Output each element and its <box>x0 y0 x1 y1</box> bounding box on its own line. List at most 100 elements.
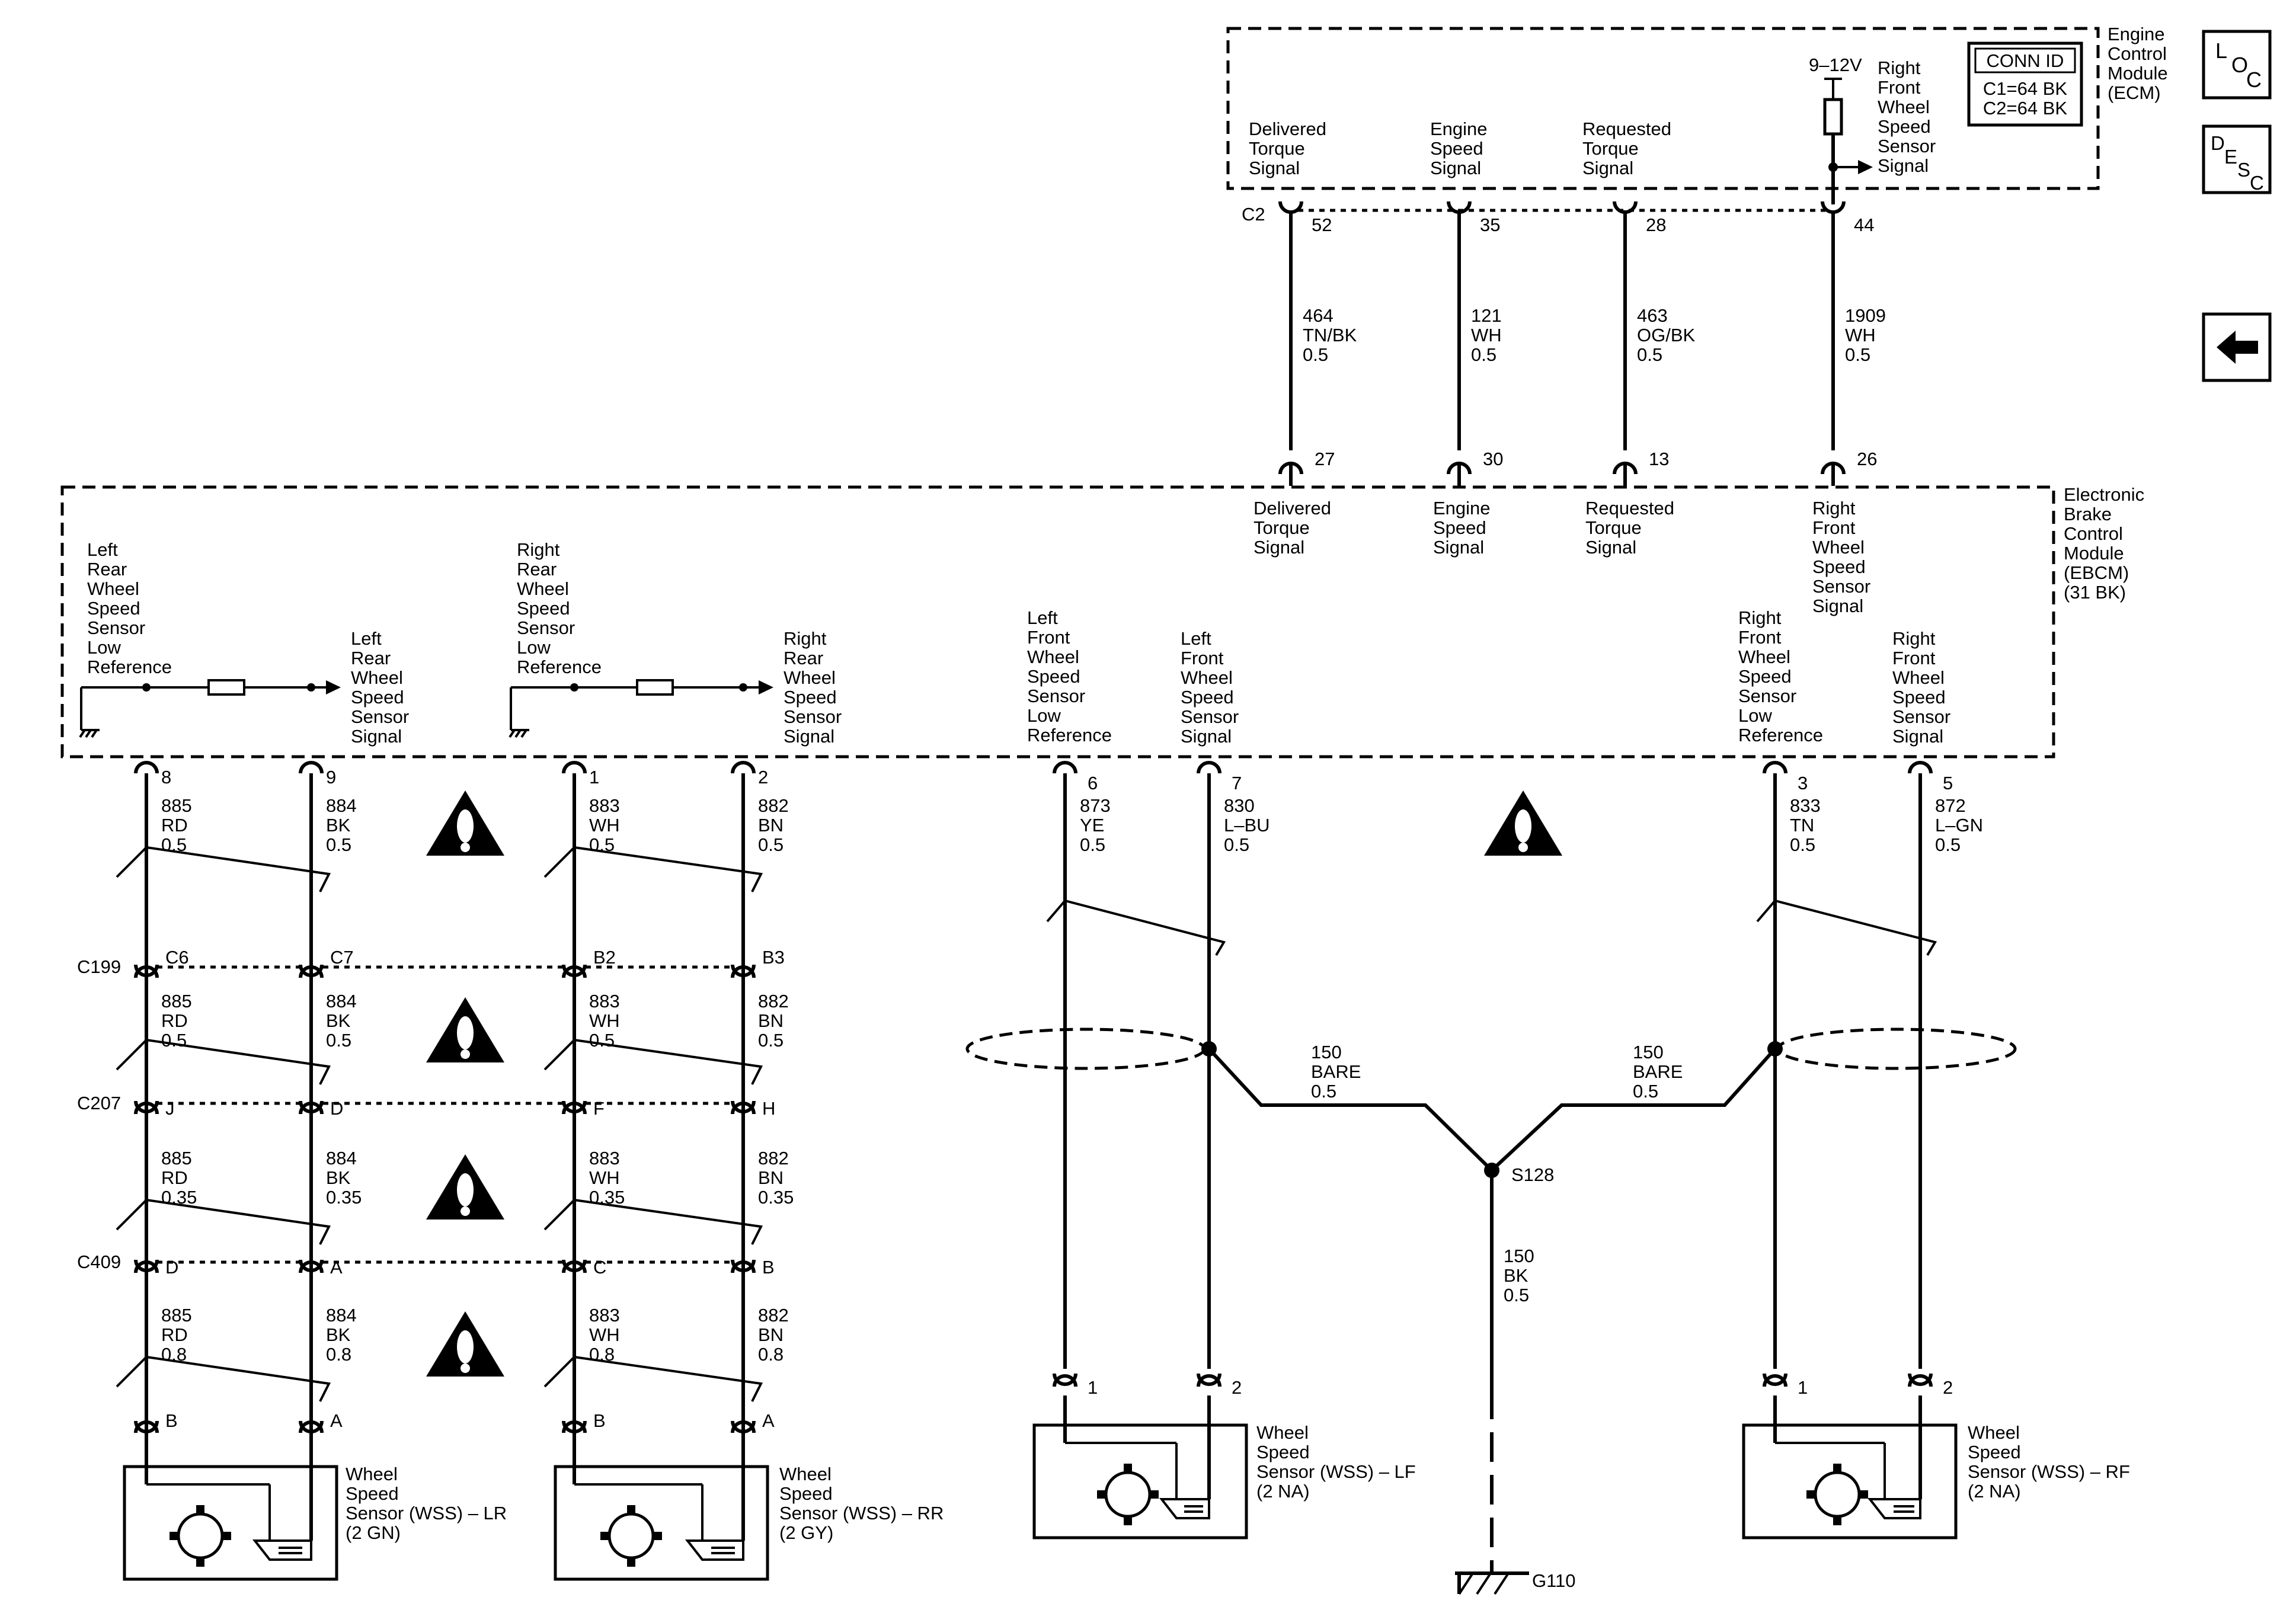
circuit-number: 873 <box>1080 795 1111 816</box>
label-line: Left <box>351 628 382 649</box>
label-line: Wheel <box>346 1464 398 1484</box>
label-line: Wheel <box>1878 97 1930 117</box>
wire-color: RD <box>161 1167 188 1188</box>
ebcm-title-line: Electronic <box>2064 484 2144 505</box>
wheel-speed-sensor-icon <box>1806 1464 1921 1525</box>
splice-s128-label: S128 <box>1511 1164 1554 1185</box>
wire-color: WH <box>1845 325 1876 345</box>
wire-color: WH <box>589 1324 620 1345</box>
ecm-title-line-3: Module <box>2108 63 2168 84</box>
ebcm-title-line: Brake <box>2064 504 2112 524</box>
desc-button[interactable]: D E S C <box>2202 124 2272 194</box>
ground-icon <box>509 729 529 738</box>
ebcm-pin-label: 5 <box>1943 773 1953 793</box>
ebcm-signal-rf-wheel-speed: Right Front Wheel Speed Sensor Signal <box>1812 498 1870 616</box>
sensor-pin-label: 1 <box>1088 1377 1098 1398</box>
wire-color: WH <box>589 815 620 836</box>
sensor-pin-label: B <box>593 1410 606 1431</box>
wire-464: 52 464 TN/BK 0.5 27 <box>1278 201 1357 486</box>
wheel-speed-sensor-icon <box>1097 1464 1210 1525</box>
label-line: Rear <box>87 559 127 580</box>
sensor-pin-label: 2 <box>1943 1377 1953 1398</box>
ebcm-pin-label: 6 <box>1088 773 1098 793</box>
circuit-number: 830 <box>1224 795 1255 816</box>
label-line: Sensor (WSS) – LF <box>1256 1461 1416 1482</box>
label-line: Torque <box>1249 138 1305 159</box>
ecm-signal-engine-speed: Engine Speed Signal <box>1430 119 1488 178</box>
ebcm-lf-labels: Left Front Wheel Speed Sensor Low Refere… <box>1027 607 1239 747</box>
wire-color: RD <box>161 815 188 836</box>
ebcm-title-line: Module <box>2064 543 2124 564</box>
label-line: Left <box>87 539 118 560</box>
sensor-pin-label: 2 <box>1232 1377 1242 1398</box>
ecm-pin-52: 52 <box>1312 215 1332 235</box>
label-line: Speed <box>1878 116 1931 137</box>
shield-drain: 150 BARE 0.5 150 BARE 0.5 S128 150 BK 0.… <box>965 1028 2017 1595</box>
ecm-module: Engine Control Module (ECM) CONN ID C1=6… <box>1226 24 2168 204</box>
label-line: Speed <box>87 598 140 619</box>
label-line: Rear <box>517 559 557 580</box>
desc-letter-e: E <box>2224 146 2237 168</box>
ebcm-pin-27: 27 <box>1315 449 1335 469</box>
ebcm-pin-label: 2 <box>758 767 768 788</box>
label-line: Speed <box>1892 687 1946 708</box>
wire-color: BN <box>758 1010 784 1031</box>
label-line: Signal <box>1181 726 1232 747</box>
wire-121: 35 121 WH 0.5 30 <box>1447 201 1503 486</box>
label-line: Wheel <box>779 1464 832 1484</box>
wire-color: BN <box>758 1167 784 1188</box>
label-line: Wheel <box>1968 1422 2020 1443</box>
sensor-rr: Wheel Speed Sensor (WSS) – RR (2 GY) <box>554 1455 944 1581</box>
label-line: Sensor <box>1878 136 1936 156</box>
ecm-signal-requested-torque: Requested Torque Signal <box>1582 119 1671 178</box>
label-line: Wheel <box>351 667 403 688</box>
label-line: Wheel <box>1027 646 1079 667</box>
drain-right-color: BARE <box>1633 1061 1683 1082</box>
label-line: Sensor <box>784 706 842 727</box>
connector-c207-label: C207 <box>77 1093 121 1113</box>
circuit-number: 883 <box>589 1148 620 1169</box>
ecm-title-line-2: Control <box>2108 43 2167 64</box>
label-line: Front <box>1892 648 1936 668</box>
wire-color: BN <box>758 1324 784 1345</box>
connector-pin-label: C7 <box>330 947 354 968</box>
loc-button[interactable]: L O C <box>2202 30 2272 100</box>
ebcm-pin-label: 9 <box>326 767 336 788</box>
wire-color: BK <box>326 1010 351 1031</box>
wire-1909: 44 1909 WH 0.5 26 <box>1821 201 1886 486</box>
wire-gauge: 0.5 <box>1637 344 1662 365</box>
wheel-speed-sensor-icon <box>600 1505 744 1567</box>
label-line: Rear <box>351 648 391 668</box>
wire-gauge: 0.5 <box>1790 834 1815 855</box>
circuit-number: 884 <box>326 991 357 1012</box>
label-line: Sensor <box>1812 576 1870 597</box>
connector-pin-label: A <box>330 1257 343 1278</box>
label-line: Low <box>517 637 551 658</box>
label-line: Signal <box>784 726 834 747</box>
ebcm-signal-engine-speed: Engine Speed Signal <box>1433 498 1491 558</box>
back-button[interactable] <box>2202 312 2272 382</box>
sensor-pin-label: 1 <box>1798 1377 1808 1398</box>
label-line: Right <box>784 628 827 649</box>
wire-gauge: 0.5 <box>589 1030 615 1051</box>
sensor-rf: Wheel Speed Sensor (WSS) – RF (2 NA) <box>1742 1395 2130 1539</box>
ebcm-module: Electronic Brake Control Module (EBCM) (… <box>60 484 2144 758</box>
ground-wire-color: BK <box>1504 1265 1528 1286</box>
loc-letter-o: O <box>2231 53 2248 77</box>
connector-c199-label: C199 <box>77 956 121 977</box>
circuit-number: 883 <box>589 991 620 1012</box>
label-line: Low <box>87 637 121 658</box>
label-line: Right <box>1892 628 1936 649</box>
ecm-title-line-1: Engine <box>2108 24 2165 44</box>
voltage-label: 9–12V <box>1809 55 1862 75</box>
label-line: Sensor <box>1738 686 1796 706</box>
label-line: Left <box>1027 607 1058 628</box>
label-line: Speed <box>1256 1442 1310 1462</box>
ebcm-rr-circuit: Right Rear Wheel Speed Sensor Low Refere… <box>509 539 842 747</box>
wire-gauge: 0.5 <box>758 1030 784 1051</box>
